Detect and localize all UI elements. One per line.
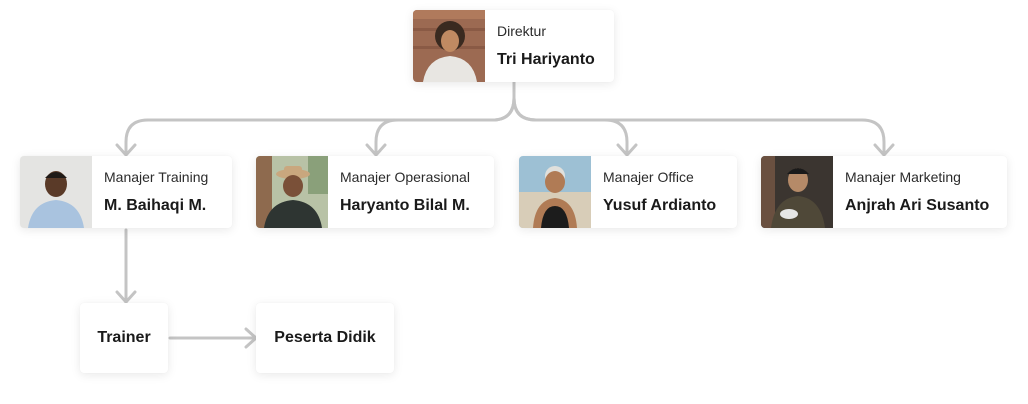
arrowhead-training (115, 143, 137, 157)
director-card[interactable]: Direktur Tri Hariyanto (413, 10, 614, 82)
arrowhead-operasional (365, 143, 387, 157)
manager-card-operasional[interactable]: Manajer Operasional Haryanto Bilal M. (256, 156, 494, 228)
manager-role: Manajer Operasional (340, 169, 470, 185)
manager-role: Manajer Marketing (845, 169, 961, 185)
manager-name: Anjrah Ari Susanto (845, 197, 990, 214)
connector-director-trunk (124, 80, 516, 156)
manager-name: Haryanto Bilal M. (340, 197, 470, 214)
manager-card-training[interactable]: Manajer Training M. Baihaqi M. (20, 156, 232, 228)
arrowhead-trainer (115, 290, 137, 304)
trainer-label: Trainer (97, 329, 151, 346)
person-photo-icon (761, 156, 833, 228)
arrowhead-office (616, 143, 638, 157)
director-role: Direktur (497, 23, 547, 39)
manager-role: Manajer Office (603, 169, 694, 185)
students-card[interactable]: Peserta Didik (256, 303, 394, 373)
connector-to-office (512, 96, 629, 156)
person-photo-icon (519, 156, 591, 228)
person-photo-icon (413, 10, 485, 82)
person-photo-icon (20, 156, 92, 228)
arrowhead-marketing (873, 143, 895, 157)
manager-role: Manajer Training (104, 169, 209, 185)
person-photo-icon (256, 156, 328, 228)
director-name: Tri Hariyanto (497, 51, 595, 68)
students-label: Peserta Didik (274, 329, 376, 346)
connector-to-operasional (374, 96, 516, 156)
manager-name: M. Baihaqi M. (104, 197, 207, 214)
manager-card-office[interactable]: Manajer Office Yusuf Ardianto (519, 156, 737, 228)
manager-card-marketing[interactable]: Manajer Marketing Anjrah Ari Susanto (761, 156, 1007, 228)
connector-to-marketing (512, 96, 886, 156)
trainer-card[interactable]: Trainer (80, 303, 168, 373)
manager-name: Yusuf Ardianto (603, 197, 717, 214)
